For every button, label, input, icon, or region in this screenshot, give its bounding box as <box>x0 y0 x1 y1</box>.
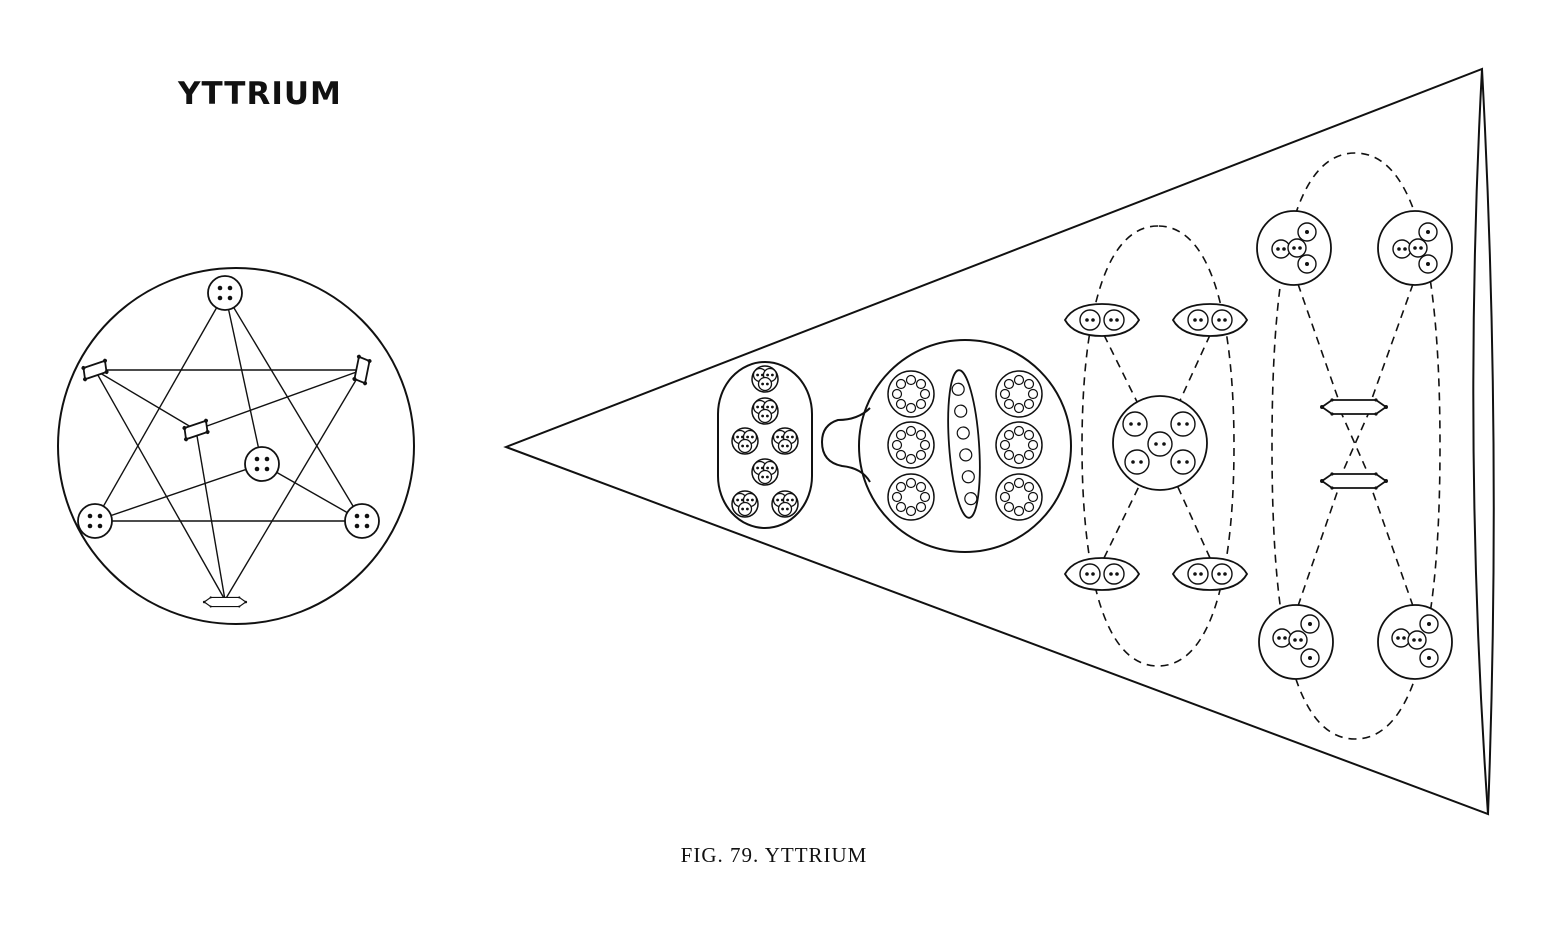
funnel <box>503 67 1495 816</box>
funnel-mouth <box>1481 68 1495 815</box>
dashed-sphere-group <box>1256 152 1453 740</box>
sphere-top <box>207 275 243 311</box>
figure-caption: FIG. 79. YTTRIUM <box>680 843 868 867</box>
hexagon-bottom <box>202 595 248 609</box>
sphere-center <box>244 446 280 482</box>
sphere-left <box>77 503 113 539</box>
star-lines <box>94 292 363 601</box>
element-heading: YTTRIUM <box>178 76 342 112</box>
atom-star <box>57 267 415 625</box>
large-circle-group <box>820 339 1072 553</box>
outer-circle <box>57 267 415 625</box>
rhomb-center <box>176 409 216 451</box>
central-sphere-contents <box>1122 411 1196 475</box>
dashed-lens-group <box>1064 225 1248 667</box>
oval-group <box>717 361 813 529</box>
funnel-outline <box>503 67 1490 816</box>
sphere-right <box>344 503 380 539</box>
